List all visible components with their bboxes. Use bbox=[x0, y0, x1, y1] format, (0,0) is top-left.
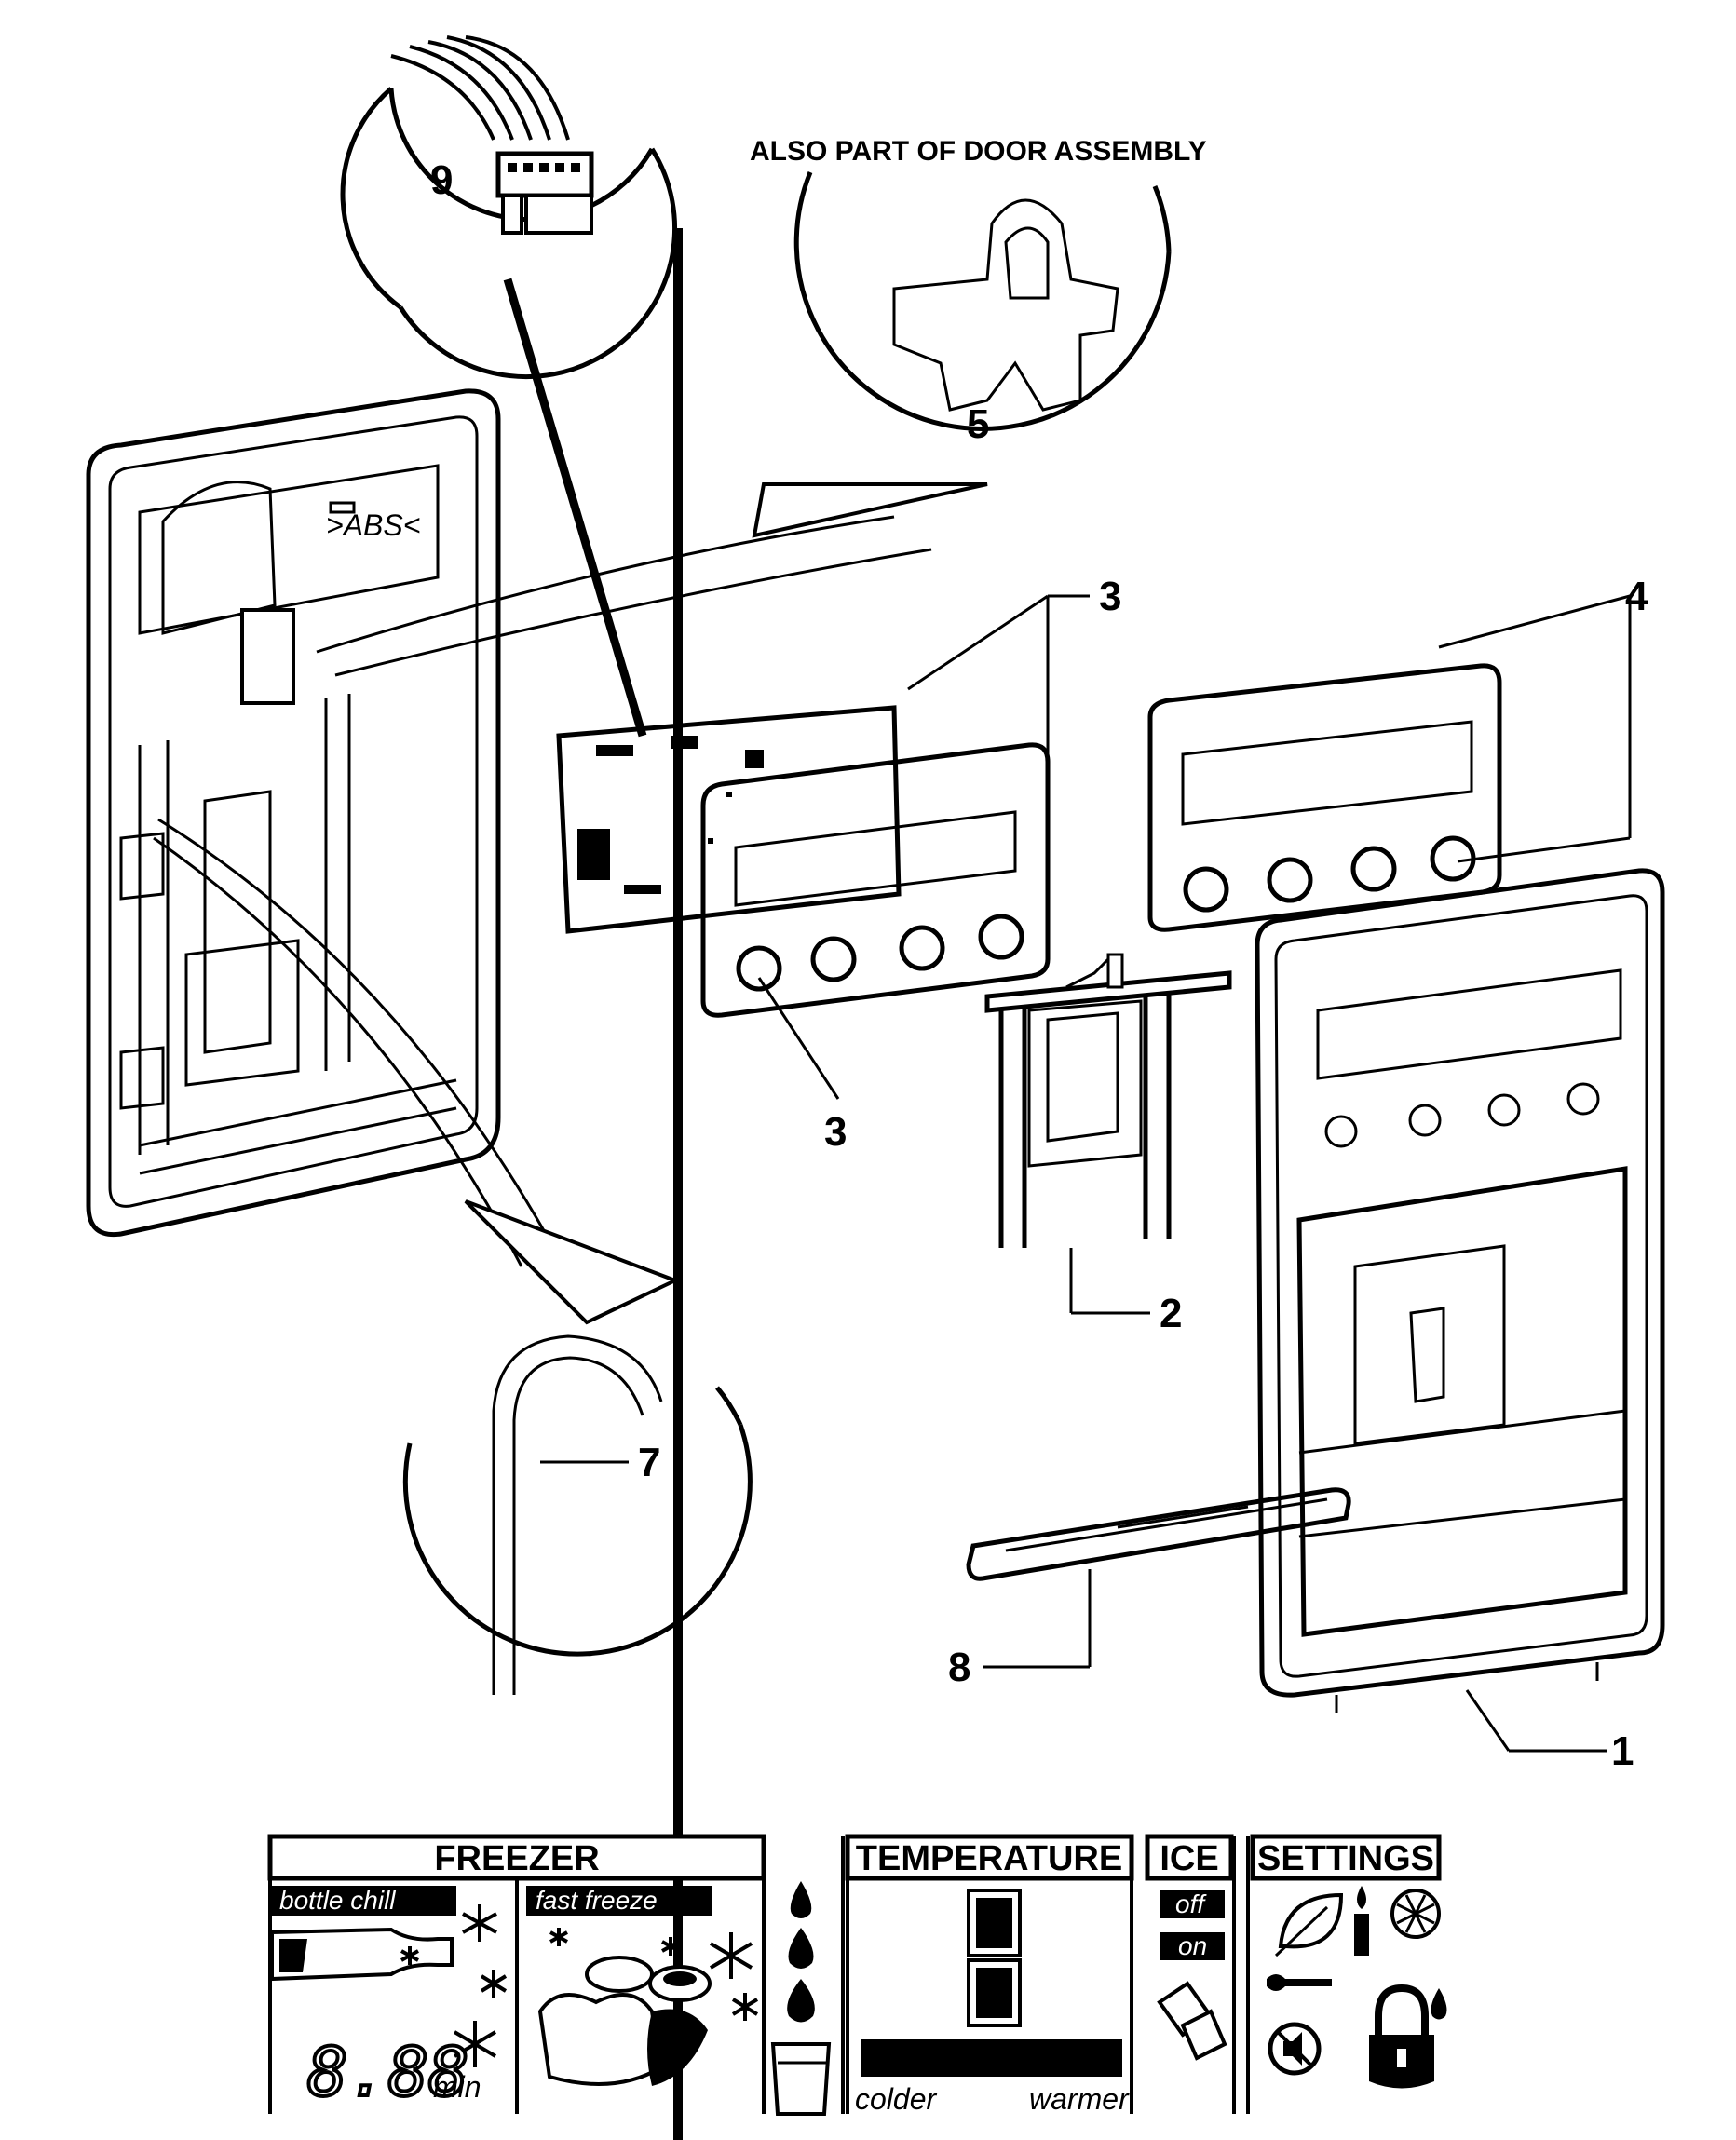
settings-section: SETTINGS bbox=[1246, 1834, 1447, 2114]
fast-freeze-label: fast freeze bbox=[536, 1886, 658, 1915]
water-drop-icon bbox=[787, 1881, 815, 2023]
callout-2-label: 2 bbox=[1160, 1291, 1182, 1336]
snowflake-icon bbox=[400, 1904, 759, 2067]
ice-off-pill bbox=[1160, 1890, 1225, 1918]
callout-3-top-label: 3 bbox=[1099, 574, 1121, 619]
temperature-title: TEMPERATURE bbox=[856, 1839, 1122, 1878]
settings-title: SETTINGS bbox=[1257, 1839, 1434, 1878]
timer-digits: 8.88 bbox=[307, 2033, 468, 2111]
callout-5-clip: ALSO PART OF DOOR ASSEMBLY 5 bbox=[750, 136, 1207, 538]
abs-mark: >ABS< bbox=[326, 508, 420, 542]
bottle-chill-label: bottle chill bbox=[279, 1886, 396, 1915]
fast-freeze-pill bbox=[526, 1886, 712, 1916]
part-4-bezel: 4 bbox=[1147, 574, 1648, 932]
ice-header bbox=[1145, 1834, 1234, 1881]
settings-header bbox=[1250, 1834, 1442, 1881]
callout-8-label: 8 bbox=[948, 1645, 970, 1690]
candle-icon bbox=[1354, 1886, 1369, 1956]
control-panel-decal: FREEZER bottle chill fast freeze bbox=[267, 1834, 1447, 2116]
freezer-section: FREEZER bottle chill fast freeze bbox=[267, 1834, 766, 2114]
part-7-tube: 7 bbox=[402, 1334, 753, 1695]
part-8-drip-tray: 8 bbox=[948, 1487, 1351, 1690]
door-liner: >ABS< bbox=[86, 388, 501, 1238]
callout-4-label: 4 bbox=[1625, 574, 1648, 619]
water-section bbox=[770, 1836, 845, 2116]
part-2-actuator: 2 bbox=[984, 953, 1232, 1336]
part-1-housing: 1 bbox=[1255, 868, 1665, 1774]
wrench-icon bbox=[1267, 1974, 1332, 1991]
callout-3-bottom-label: 3 bbox=[824, 1109, 847, 1155]
timer-unit: min bbox=[433, 2070, 481, 2104]
bottle-icon bbox=[270, 1927, 454, 1982]
callout-1-label: 1 bbox=[1611, 1728, 1634, 1774]
ice-on-label: on bbox=[1178, 1931, 1207, 1960]
temp-bar bbox=[861, 2039, 1122, 2077]
callout-9-label: 9 bbox=[430, 157, 453, 203]
bottle-chill-pill bbox=[270, 1886, 456, 1916]
food-icon bbox=[537, 1956, 712, 2086]
callout-9-harness: 9 bbox=[340, 35, 677, 738]
lock-icon bbox=[1369, 1984, 1434, 2089]
callout-5-label: 5 bbox=[967, 401, 989, 447]
glass-icon bbox=[770, 2042, 832, 2116]
ice-title: ICE bbox=[1160, 1839, 1218, 1878]
freezer-title: FREEZER bbox=[434, 1839, 599, 1878]
mute-icon bbox=[1268, 2022, 1322, 2076]
ice-section: ICE off on bbox=[1145, 1834, 1236, 2114]
leaf-icon bbox=[1274, 1892, 1344, 1957]
ice-on-pill bbox=[1160, 1932, 1225, 1960]
temperature-section: TEMPERATURE colder warmer bbox=[845, 1834, 1134, 2116]
colder-label: colder bbox=[855, 2082, 938, 2116]
callout-7-label: 7 bbox=[638, 1440, 660, 1485]
arrow-to-tube bbox=[153, 818, 681, 1325]
ice-cube-icon bbox=[1157, 1981, 1227, 2061]
filter-icon bbox=[1390, 1889, 1441, 1939]
warmer-label: warmer bbox=[1029, 2082, 1130, 2116]
also-part-label: ALSO PART OF DOOR ASSEMBLY bbox=[750, 136, 1207, 167]
temperature-header bbox=[845, 1834, 1134, 1881]
water-drop-small-icon bbox=[1431, 1988, 1447, 2020]
part-3-control-board: 3 3 bbox=[556, 574, 1121, 1155]
ice-off-label: off bbox=[1175, 1889, 1207, 1918]
arrow-to-clip bbox=[316, 515, 932, 677]
